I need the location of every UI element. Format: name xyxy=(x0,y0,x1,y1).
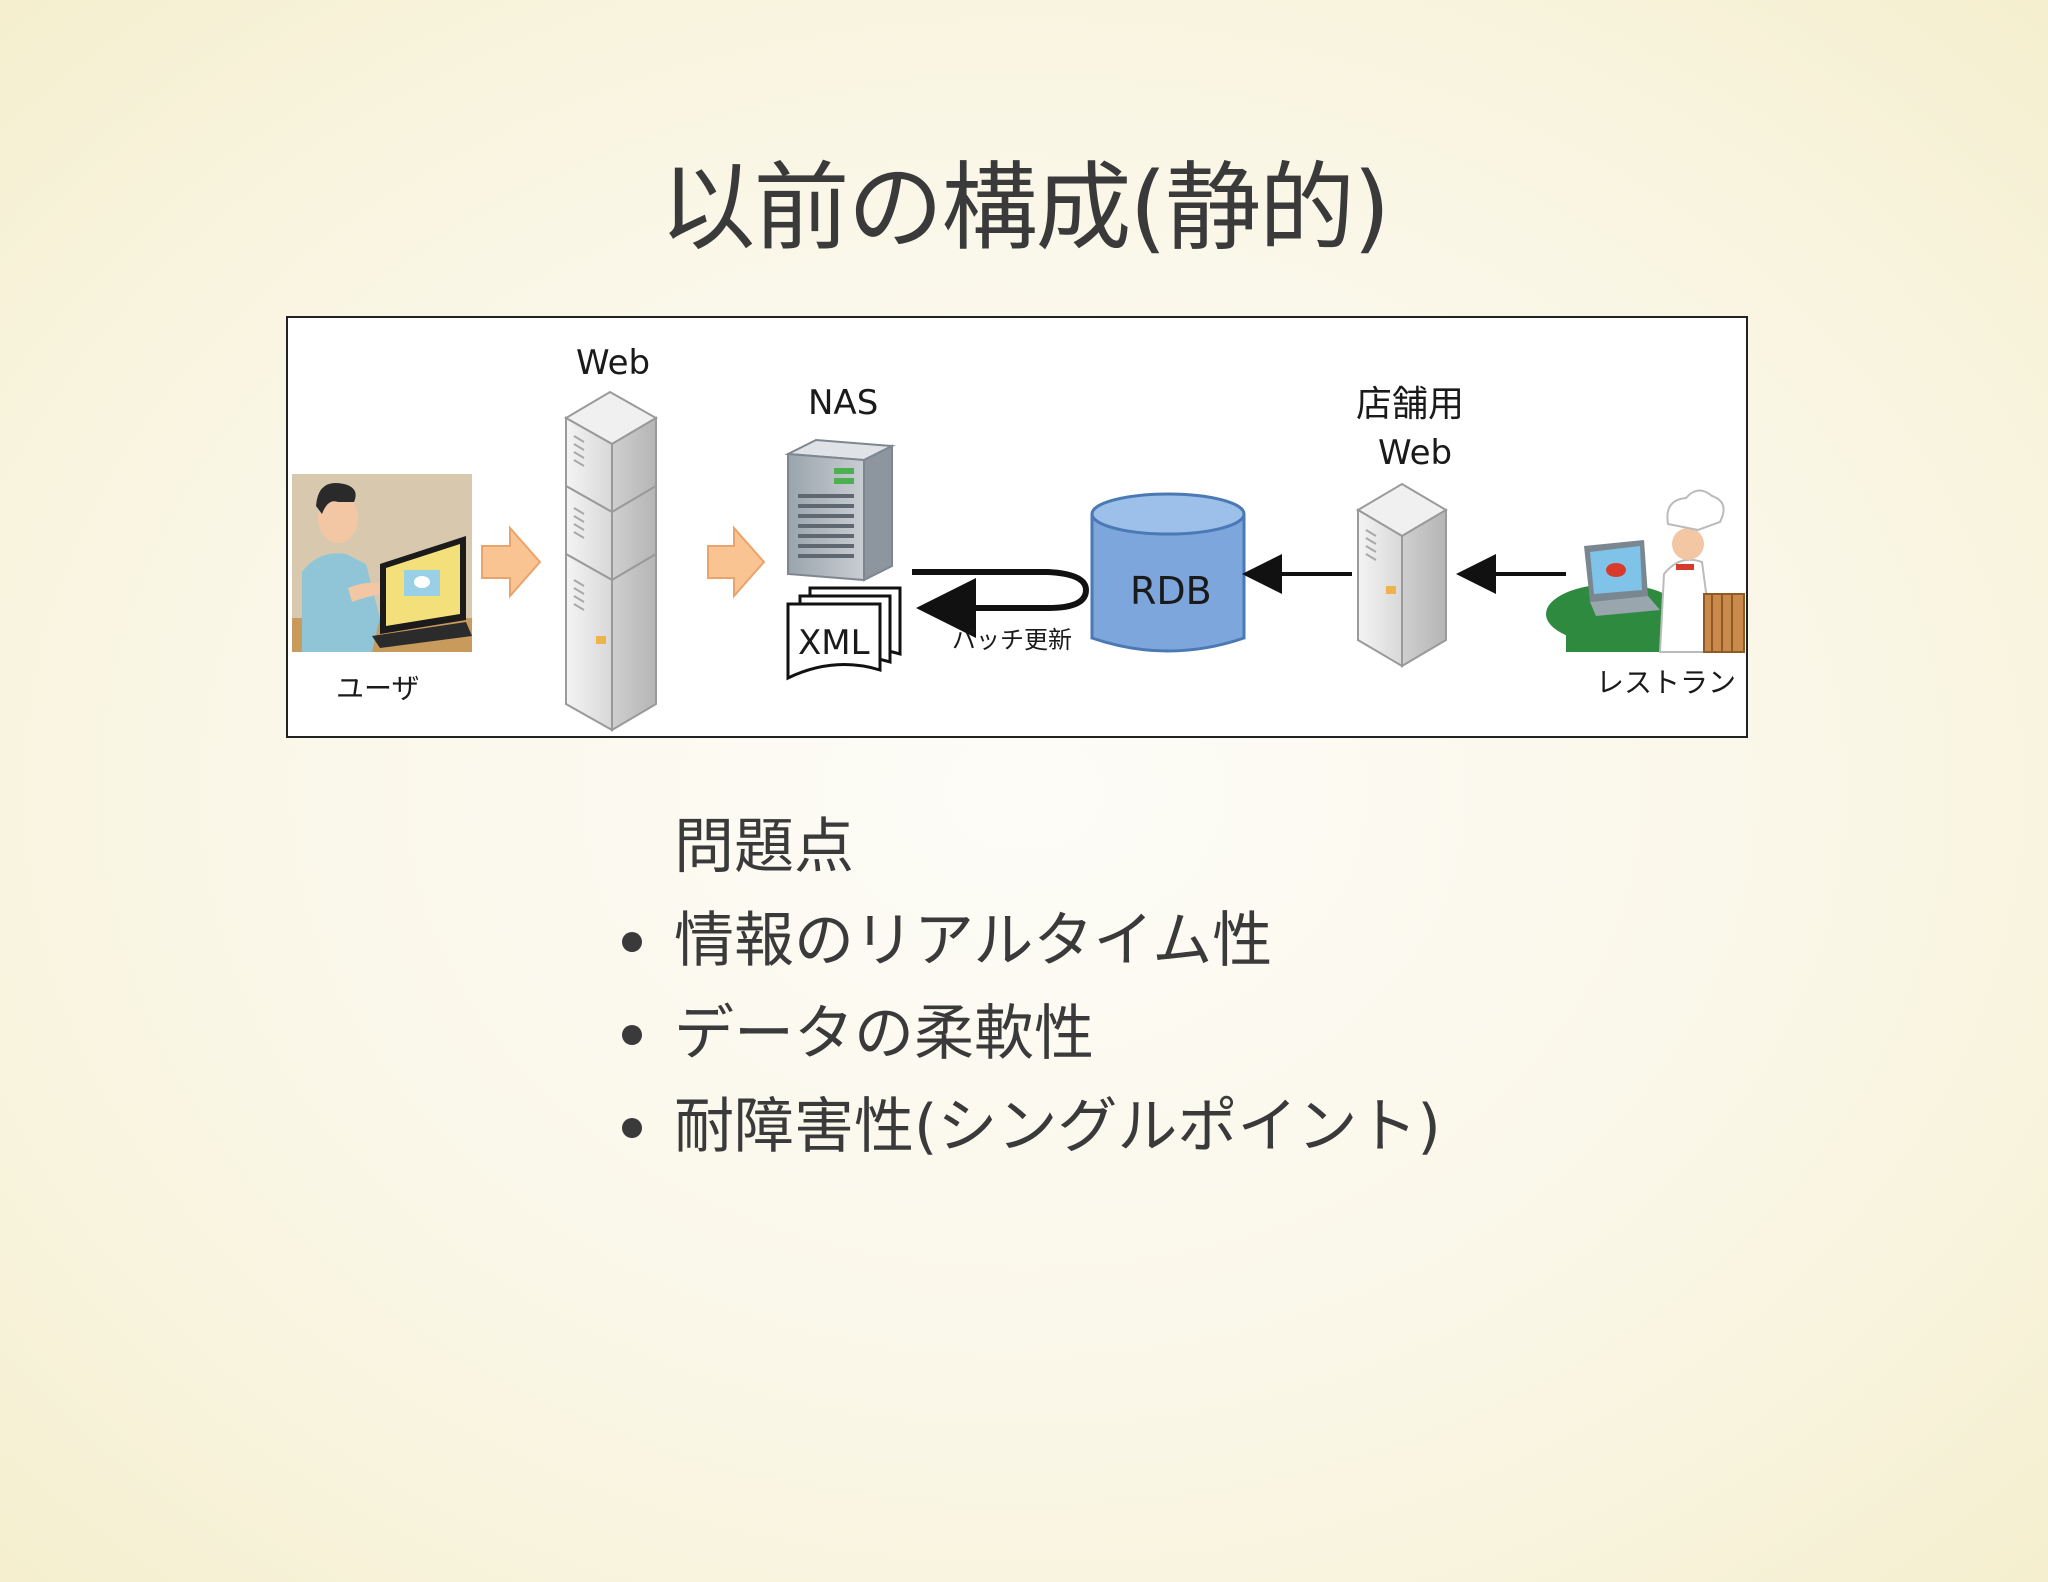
nas-label: NAS xyxy=(808,383,878,423)
problem-item: 情報のリアルタイム性 xyxy=(612,906,1441,999)
flow-arrow-1 xyxy=(481,525,542,599)
bullet-icon xyxy=(622,1025,642,1045)
problem-item: 耐障害性(シングルポイント) xyxy=(612,1092,1441,1185)
shop-web-label-line1: 店舗用 xyxy=(1356,384,1464,425)
batch-update-label: バッチ更新 xyxy=(952,626,1072,654)
problems-list: 情報のリアルタイム性 データの柔軟性 耐障害性(シングルポイント) xyxy=(612,906,1441,1185)
problems-heading: 問題点 xyxy=(674,812,854,882)
slide-title: 以前の構成(静的) xyxy=(659,152,1391,264)
problem-item: データの柔軟性 xyxy=(612,999,1441,1092)
batch-update-arrow xyxy=(912,569,1090,638)
bullet-icon xyxy=(622,1118,642,1138)
web-server-stack xyxy=(564,390,658,732)
problem-item-text: 耐障害性(シングルポイント) xyxy=(674,1092,1441,1162)
bullet-icon xyxy=(622,932,642,952)
nas-server xyxy=(784,438,896,582)
web-label: Web xyxy=(576,343,650,383)
flow-arrow-2 xyxy=(707,525,766,599)
problem-item-text: 情報のリアルタイム性 xyxy=(674,906,1273,976)
user-illustration xyxy=(292,474,472,652)
architecture-diagram: ユーザ Web xyxy=(286,316,1748,738)
diagram-canvas: ユーザ Web xyxy=(292,343,1745,732)
shop-web-label-line2: Web xyxy=(1378,433,1452,473)
rdb-database-icon xyxy=(1090,492,1246,653)
xml-label: XML xyxy=(798,623,870,663)
restaurant-label: レストラン xyxy=(1596,666,1736,699)
shop-web-server xyxy=(1356,482,1448,668)
rdb-label: RDB xyxy=(1130,569,1212,613)
xml-document-stack xyxy=(786,586,902,681)
problems-section: 問題点 情報のリアルタイム性 データの柔軟性 耐障害性(シングルポイント) xyxy=(612,812,1441,1185)
problem-item-text: データの柔軟性 xyxy=(674,999,1094,1069)
user-label: ユーザ xyxy=(336,672,419,705)
restaurant-chef-illustration xyxy=(1546,489,1745,653)
